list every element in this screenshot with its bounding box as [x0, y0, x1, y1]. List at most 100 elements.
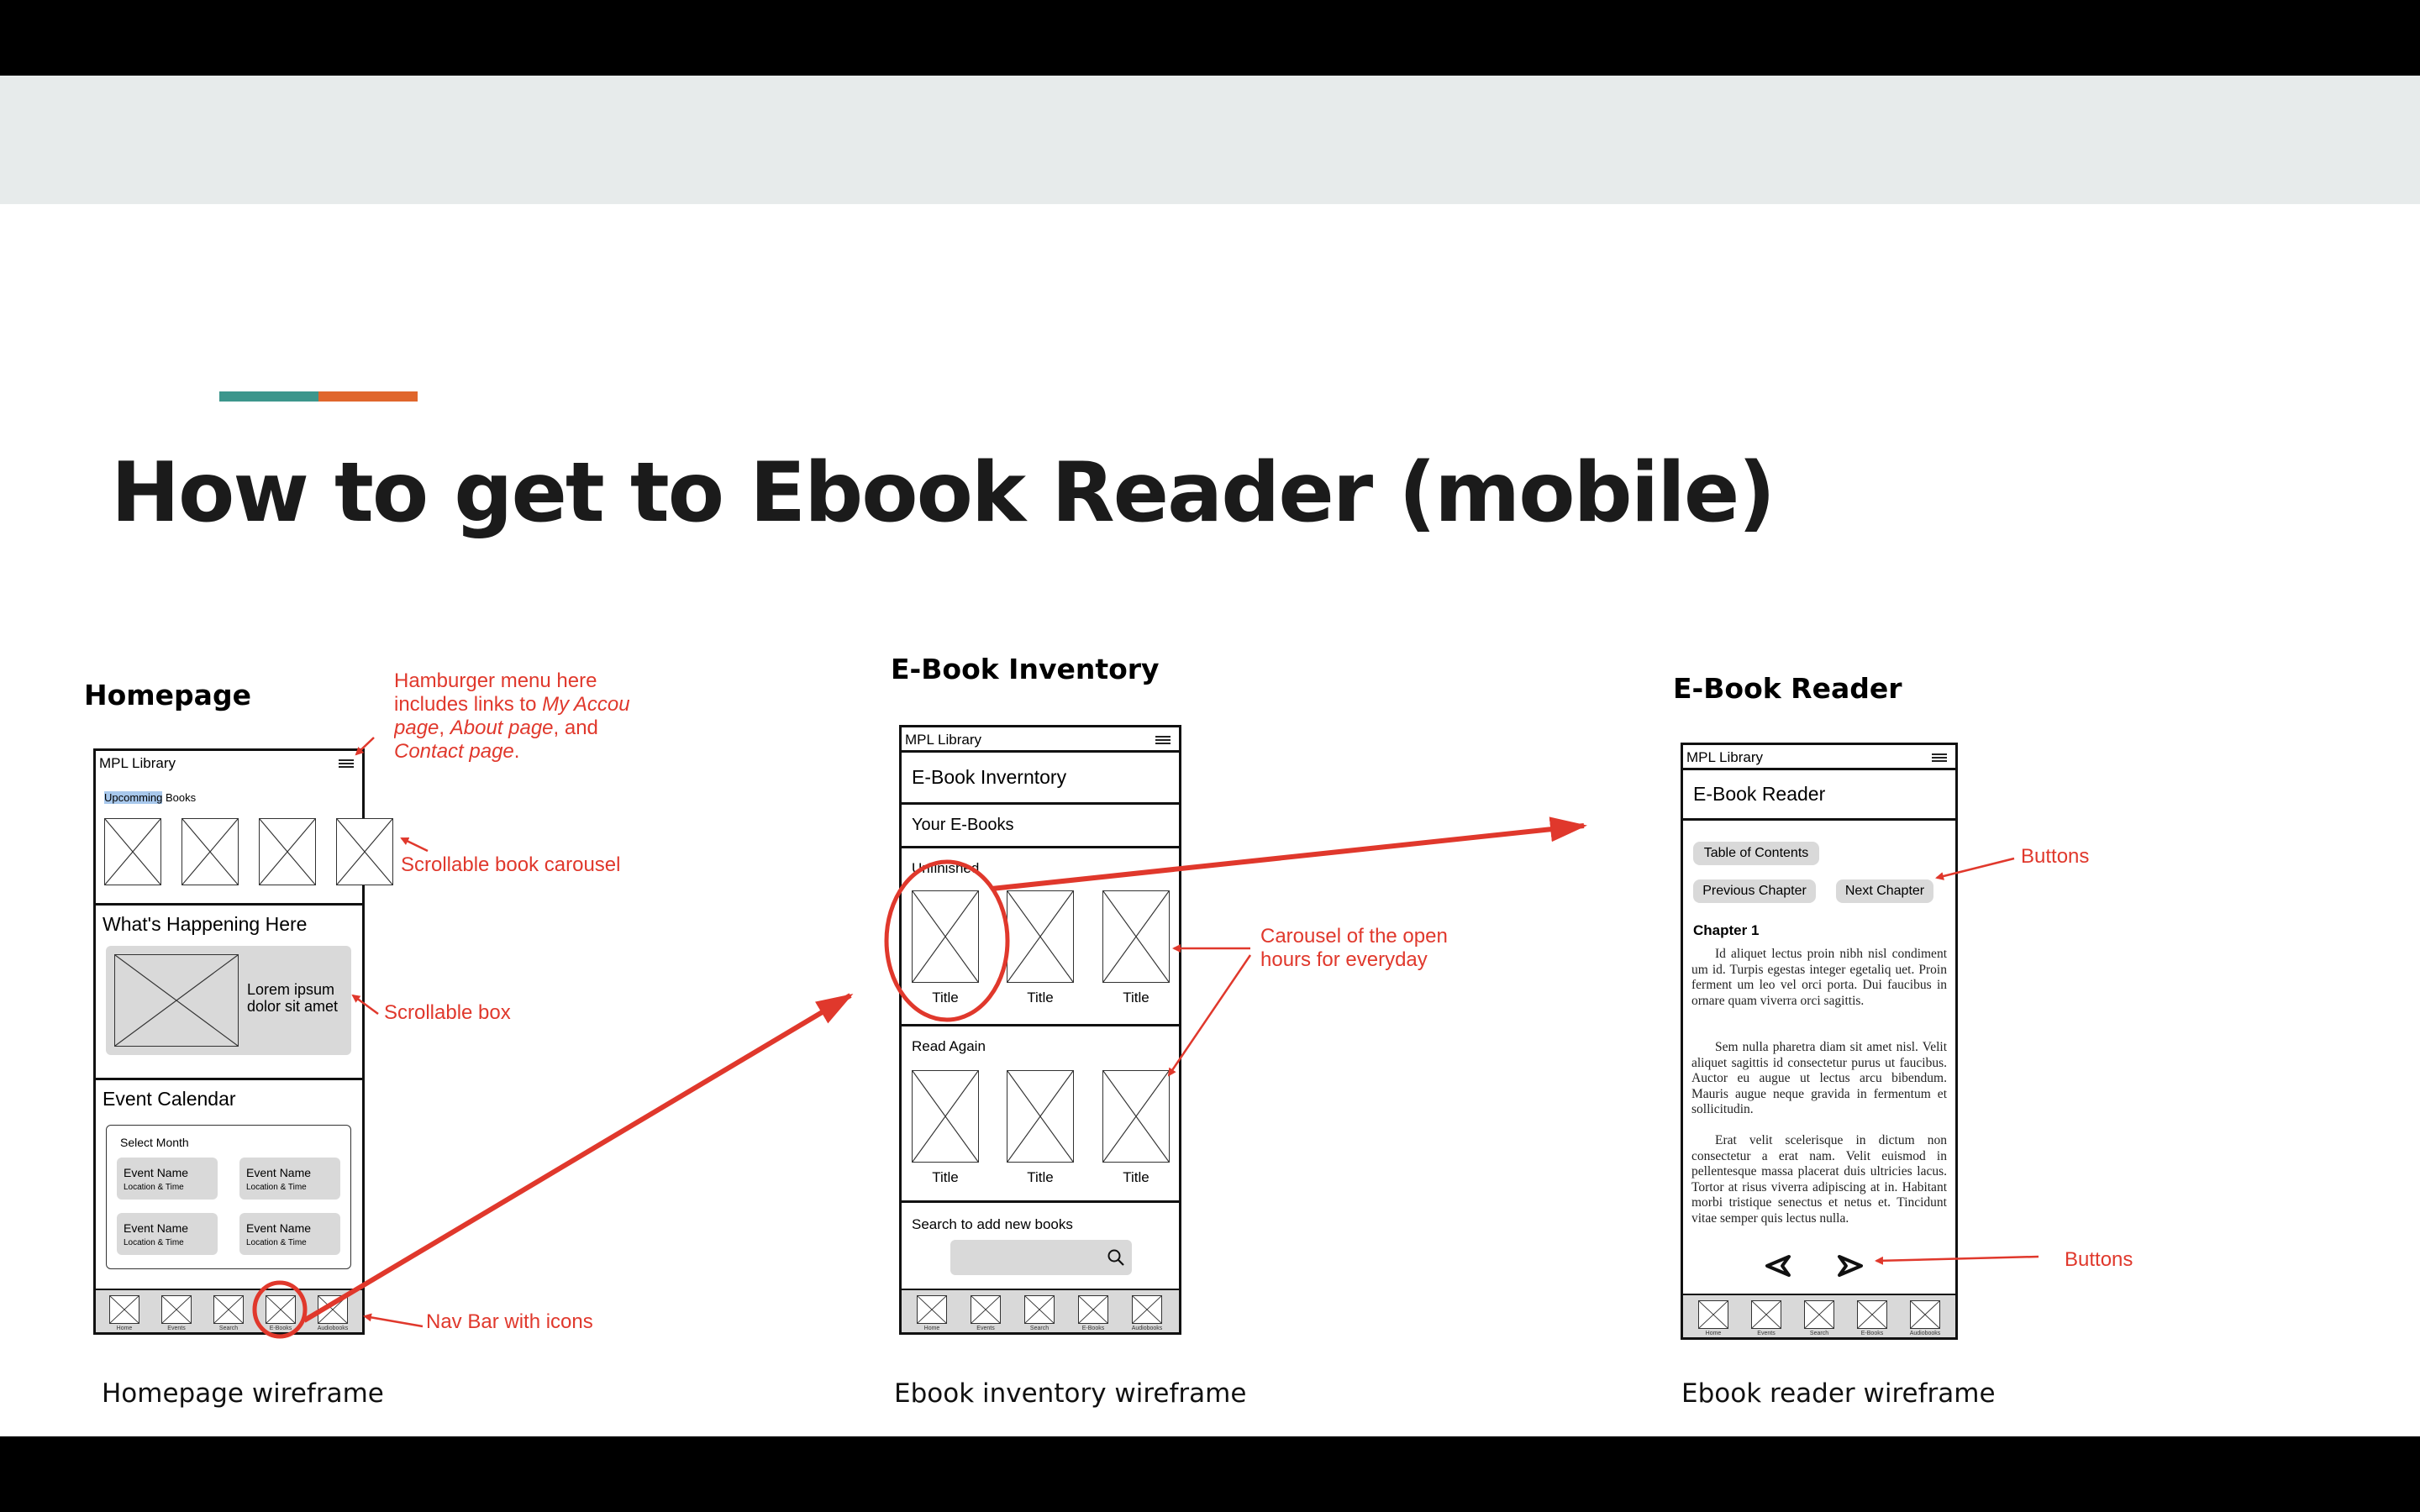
header-band: [0, 76, 2420, 204]
page-title: E-Book Inverntory: [912, 766, 1067, 788]
your-ebooks-section: Your E-Books: [902, 805, 1179, 848]
happening-title: What's Happening Here: [103, 913, 308, 935]
thin-arrows: [351, 737, 2039, 1328]
book-title: Title: [1027, 990, 1054, 1005]
nav-home[interactable]: Home: [108, 1294, 141, 1331]
bottom-black-bar: [0, 1436, 2420, 1512]
nav-bar-arrow: [363, 1313, 424, 1328]
book-image-placeholder[interactable]: [182, 818, 239, 885]
search-input[interactable]: [950, 1240, 1132, 1275]
homepage-caption: Homepage wireframe: [102, 1378, 384, 1409]
nav-ebooks[interactable]: E-Books: [1076, 1294, 1110, 1331]
nav-home[interactable]: Home: [1697, 1299, 1730, 1336]
buttons-arrow: [1875, 1255, 2039, 1265]
read-again-section: Read Again Title Title Title: [902, 1026, 1179, 1203]
reader-caption: Ebook reader wireframe: [1681, 1378, 1996, 1409]
nav-ebooks[interactable]: E-Books: [1855, 1299, 1889, 1336]
upcoming-books-label: Upcomming Books: [104, 791, 197, 804]
inventory-wireframe: MPL Library E-Book Inverntory Your E-Boo…: [899, 725, 1181, 1335]
carousel-annotation: Scrollable book carousel: [401, 853, 621, 876]
inventory-caption: Ebook inventory wireframe: [894, 1378, 1247, 1409]
nav-bar: Home Events Search E-Books Audiobooks: [1683, 1294, 1955, 1337]
nav-search[interactable]: Search: [212, 1294, 245, 1331]
book-image-placeholder[interactable]: [104, 818, 161, 885]
inventory-title-section: E-Book Inverntory: [902, 753, 1179, 805]
read-again-label: Read Again: [912, 1038, 986, 1054]
nav-events[interactable]: Events: [160, 1294, 193, 1331]
homepage-to-inventory-arrow: [302, 993, 854, 1323]
open-hours-arrow: [1167, 954, 1252, 1077]
top-black-bar: [0, 0, 2420, 76]
open-hours-annotation: Carousel of the open hours for everyday: [1260, 925, 1448, 971]
your-ebooks-label: Your E-Books: [912, 816, 1014, 834]
previous-page-icon[interactable]: [1764, 1254, 1792, 1278]
book-image-placeholder[interactable]: [1102, 890, 1170, 983]
scroll-box-arrow: [351, 994, 379, 1016]
app-name: MPL Library: [1686, 749, 1764, 765]
nav-search[interactable]: Search: [1023, 1294, 1056, 1331]
chapter-paragraph: Erat velit scelerisque in dictum non con…: [1691, 1133, 1947, 1226]
ebooks-nav-highlight: [252, 1280, 308, 1339]
buttons-arrow: [1935, 857, 2015, 880]
chapter-paragraph: Id aliquet lectus proin nibh nisl condim…: [1691, 947, 1947, 1008]
thick-arrows: [302, 816, 1587, 1323]
book-image-placeholder[interactable]: [912, 890, 979, 983]
nav-audiobooks[interactable]: Audiobooks: [1908, 1299, 1942, 1336]
table-of-contents-button[interactable]: Table of Contents: [1693, 842, 1819, 865]
book-image-placeholder[interactable]: [1007, 1070, 1074, 1163]
homepage-wireframe: MPL Library Upcomming Books What's Happe…: [93, 748, 393, 1335]
nav-events[interactable]: Events: [969, 1294, 1002, 1331]
select-month[interactable]: Select Month: [120, 1136, 189, 1149]
nav-events[interactable]: Events: [1749, 1299, 1783, 1336]
accent-line-teal: [219, 391, 318, 402]
carousel-arrow: [400, 837, 429, 853]
book-title: Title: [1123, 1169, 1150, 1185]
previous-chapter-button[interactable]: Previous Chapter: [1693, 879, 1816, 903]
section-divider: [96, 1078, 362, 1080]
book-image-placeholder[interactable]: [912, 1070, 979, 1163]
book-image-placeholder[interactable]: [336, 818, 393, 885]
event-image-placeholder: [114, 954, 239, 1047]
chapter-paragraph: Sem nulla pharetra diam sit amet nisl. V…: [1691, 1040, 1947, 1116]
book-image-placeholder[interactable]: [259, 818, 316, 885]
scroll-box-annotation: Scrollable box: [384, 1001, 511, 1024]
slide-title: How to get to Ebook Reader (mobile): [111, 445, 1776, 541]
reader-heading: E-Book Reader: [1673, 672, 1902, 705]
hamburger-annotation: Hamburger menu here includes links to My…: [394, 669, 630, 763]
page-title: E-Book Reader: [1693, 783, 1826, 805]
book-title: Title: [932, 1169, 959, 1185]
nav-ebooks[interactable]: E-Books: [264, 1294, 297, 1331]
app-name: MPL Library: [99, 755, 176, 771]
chapter-heading: Chapter 1: [1693, 922, 1760, 938]
section-divider: [96, 903, 362, 906]
buttons-annotation: Buttons: [2065, 1248, 2133, 1271]
book-title: Title: [932, 990, 959, 1005]
inventory-to-reader-arrow: [991, 816, 1587, 891]
nav-audiobooks[interactable]: Audiobooks: [1130, 1294, 1164, 1331]
next-chapter-button[interactable]: Next Chapter: [1836, 879, 1933, 903]
unfinished-book-highlight: [884, 859, 1010, 1022]
highlight-circles: [252, 859, 1010, 1339]
accent-line-orange: [318, 391, 418, 402]
book-title: Title: [1027, 1169, 1054, 1185]
happening-box[interactable]: Lorem ipsum dolor sit amet: [106, 946, 351, 1055]
happening-text: Lorem ipsum dolor sit amet: [247, 981, 339, 1015]
search-icon[interactable]: [1107, 1248, 1125, 1267]
hamburger-icon[interactable]: [339, 759, 354, 769]
book-image-placeholder[interactable]: [1007, 890, 1074, 983]
next-page-icon[interactable]: [1836, 1254, 1865, 1278]
hamburger-icon[interactable]: [1155, 736, 1171, 745]
hamburger-icon[interactable]: [1932, 753, 1947, 763]
reader-wireframe: MPL Library E-Book Reader Table of Conte…: [1681, 743, 1958, 1340]
book-title: Title: [1123, 990, 1150, 1005]
buttons-annotation: Buttons: [2021, 845, 2090, 868]
nav-search[interactable]: Search: [1802, 1299, 1836, 1336]
nav-home[interactable]: Home: [915, 1294, 949, 1331]
book-image-placeholder[interactable]: [1102, 1070, 1170, 1163]
